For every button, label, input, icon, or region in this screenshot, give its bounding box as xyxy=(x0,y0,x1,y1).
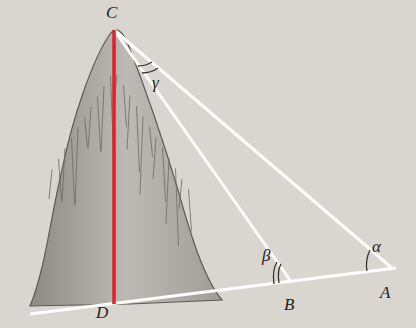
texture-stroke xyxy=(101,86,104,152)
angle-arc-beta xyxy=(273,262,277,284)
height-line-cd xyxy=(112,30,116,304)
texture-stroke xyxy=(124,85,127,127)
angle-arc-gamma xyxy=(142,68,158,73)
texture-stroke xyxy=(163,148,166,202)
mountain-texture xyxy=(49,75,192,247)
texture-stroke xyxy=(153,137,156,179)
texture-stroke xyxy=(98,96,101,150)
texture-stroke xyxy=(166,158,169,224)
point-label: C xyxy=(106,4,117,21)
texture-stroke xyxy=(176,168,179,246)
angle-arc-alpha xyxy=(366,250,370,271)
sight-line-ca xyxy=(114,30,392,268)
point-label: B xyxy=(284,296,294,313)
texture-stroke xyxy=(72,138,75,204)
point-label: A xyxy=(380,284,390,301)
texture-stroke xyxy=(88,107,91,149)
texture-stroke xyxy=(179,179,182,209)
angle-arc-beta xyxy=(278,264,281,283)
texture-stroke xyxy=(49,169,52,199)
ground-line xyxy=(30,268,396,314)
texture-stroke xyxy=(127,96,130,150)
texture-stroke xyxy=(189,189,192,231)
texture-stroke xyxy=(137,106,140,172)
sight-line-cb xyxy=(114,30,292,283)
texture-stroke xyxy=(75,128,78,206)
mountain xyxy=(30,30,222,306)
texture-stroke xyxy=(150,127,153,157)
angle-label: β xyxy=(262,247,270,264)
angle-arc-gamma xyxy=(138,62,152,66)
texture-stroke xyxy=(85,117,88,147)
texture-stroke xyxy=(59,159,62,201)
angle-label: α xyxy=(372,238,381,255)
texture-stroke xyxy=(140,116,143,194)
angle-label: γ xyxy=(152,74,159,91)
point-label: D xyxy=(96,304,108,321)
texture-stroke xyxy=(62,148,65,202)
